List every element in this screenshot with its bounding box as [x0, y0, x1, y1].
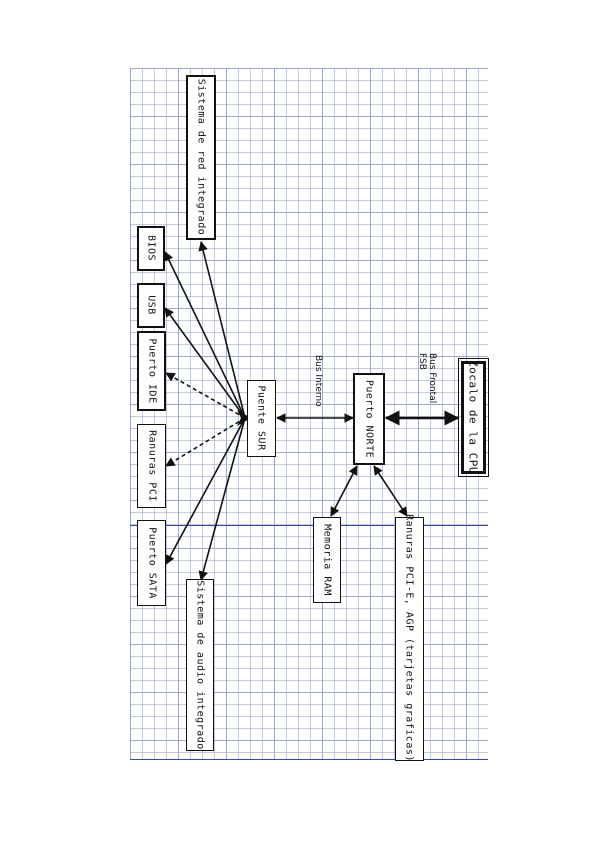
sistema-audio-label: Sistema de audio integrado — [194, 580, 206, 750]
link-sur-ide — [165, 372, 246, 419]
ranuras-pci-label: Ranuras PCI — [146, 430, 158, 502]
ranuras-pci-block — [137, 424, 166, 508]
usb-label: USB — [145, 295, 157, 315]
zocalo-cpu-block — [458, 358, 489, 477]
link-sur-pci — [165, 417, 246, 467]
sistema-audio-block — [186, 579, 214, 751]
puerto-sata-label: Puerto SATA — [146, 527, 158, 599]
link-norte-ram — [330, 465, 358, 517]
link-sur-red — [198, 241, 246, 419]
link-norte-pcie — [373, 465, 408, 517]
guide-line-bottom — [130, 759, 488, 760]
memoria-ram-block — [313, 517, 341, 603]
puente-sur-block — [247, 380, 276, 457]
sistema-red-block — [186, 75, 216, 240]
puente-sur-label: Puente SUR — [255, 385, 267, 451]
bus-frontal-label: Bus Frontal — [427, 353, 437, 404]
zocalo-cpu-label: Zocalo de la CPU — [466, 360, 480, 474]
link-sur-bios — [164, 251, 246, 419]
bus-interno-label: Bus Interno — [313, 355, 323, 407]
puente-norte-label: Puerto NORTE — [363, 379, 375, 459]
bios-block — [137, 226, 165, 271]
sistema-red-label: Sistema de red integrado — [195, 78, 207, 236]
link-sur-sata — [165, 417, 246, 565]
bios-label: BIOS — [145, 234, 157, 262]
puente-norte-block — [353, 373, 385, 465]
usb-block — [137, 283, 165, 328]
ranuras-pcie-agp-block — [395, 517, 424, 761]
puerto-sata-block — [137, 520, 166, 606]
memoria-ram-label: Memoria RAM — [321, 524, 333, 596]
ranuras-pcie-agp-label: Ranuras PCI-E, AGP (tarjetas graficas) — [403, 514, 415, 762]
puerto-ide-block — [137, 331, 166, 411]
junction-marker — [237, 410, 251, 426]
link-sur-usb — [164, 307, 246, 419]
fsb-label: FSB — [417, 353, 427, 370]
puerto-ide-label: Puerto IDE — [146, 338, 158, 404]
link-sur-audio — [198, 417, 246, 581]
guide-line-top — [130, 525, 488, 526]
